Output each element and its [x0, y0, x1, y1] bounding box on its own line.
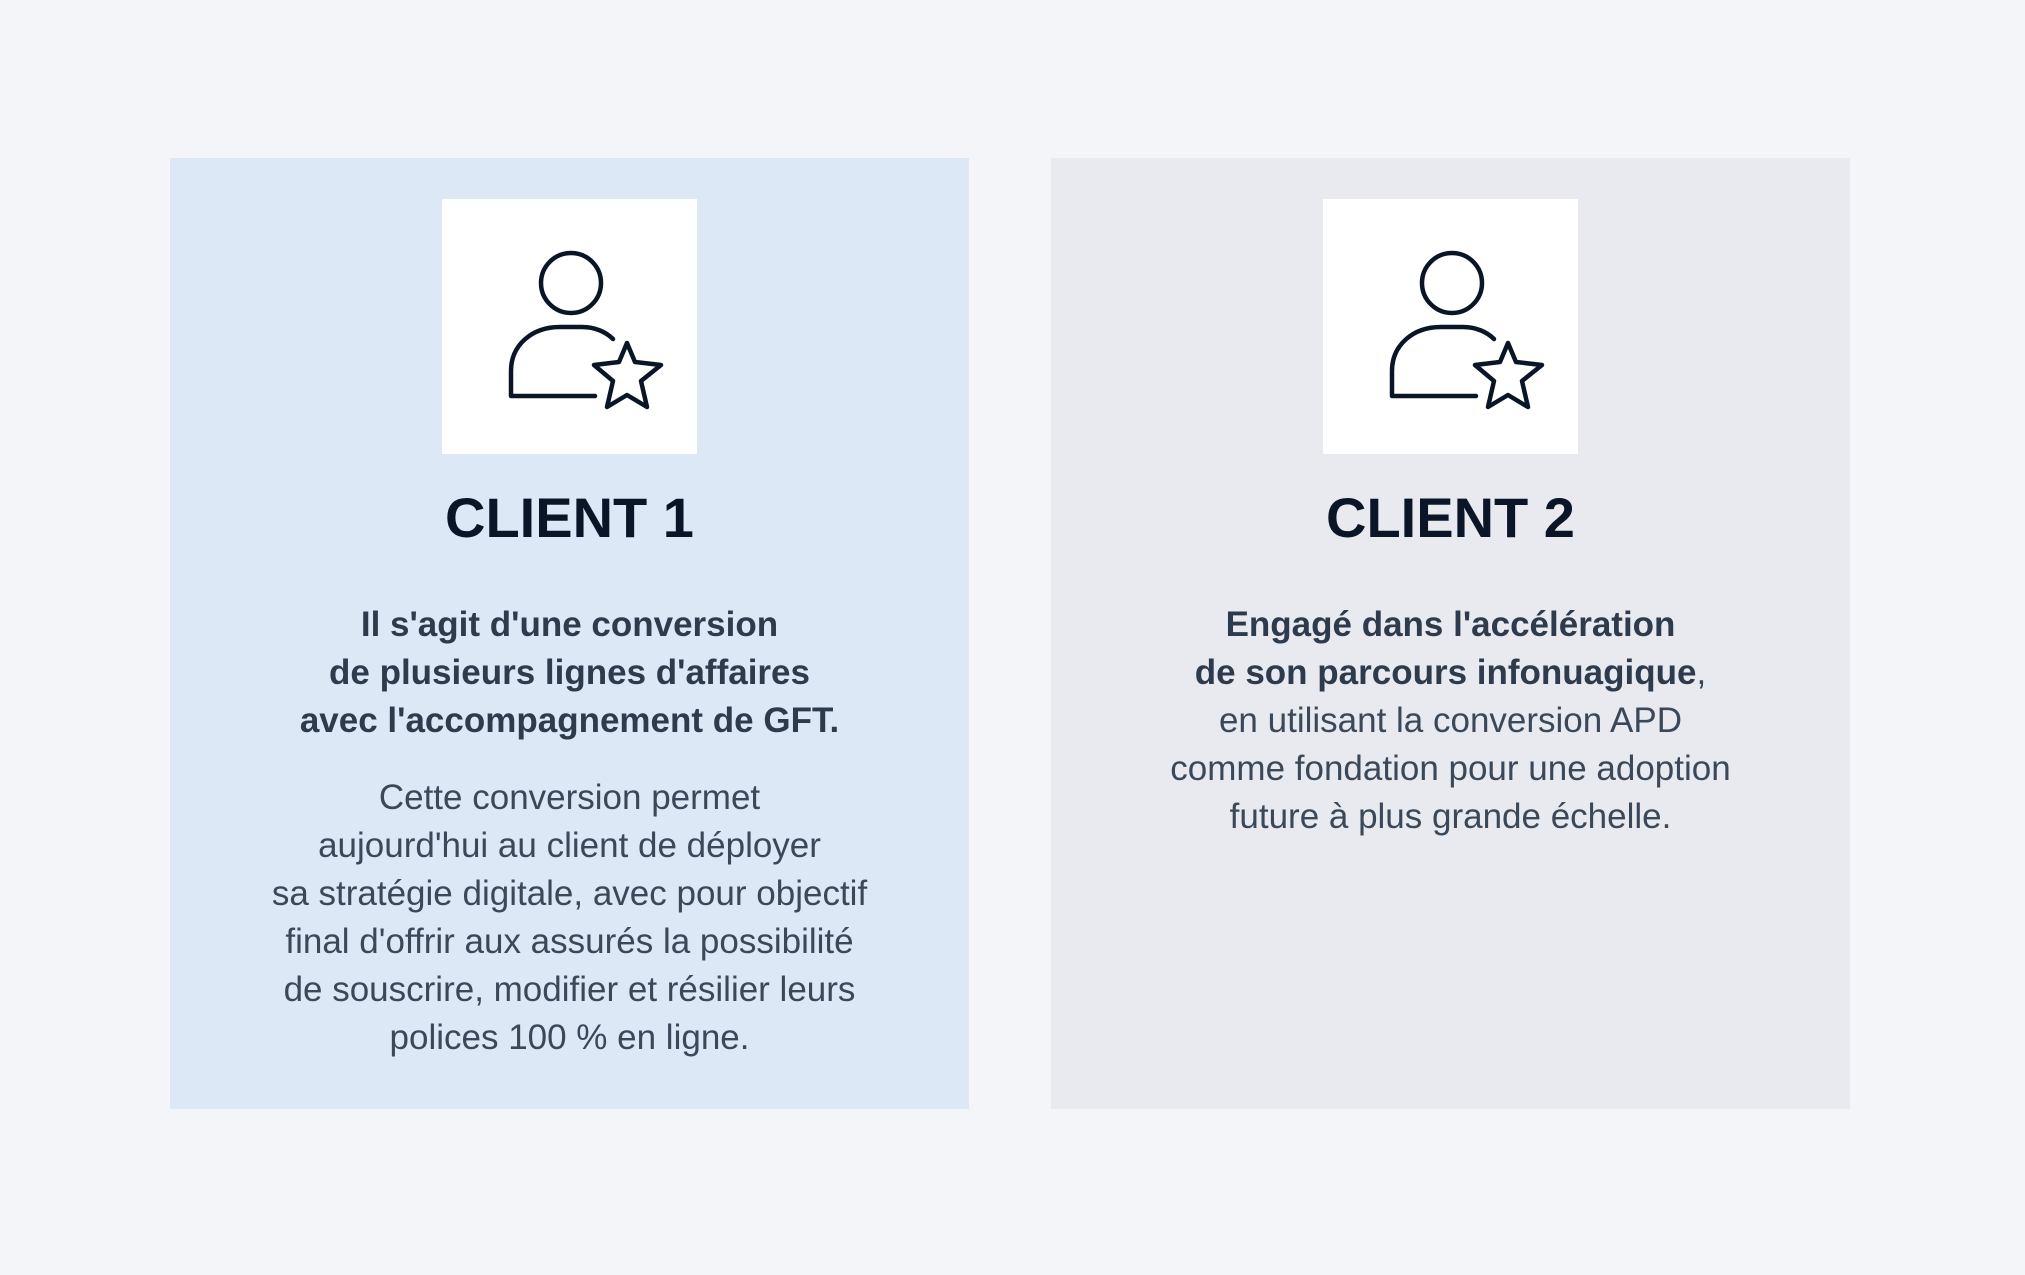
lead-text: de son parcours infonuagique — [1194, 653, 1697, 692]
detail-line: de souscrire, modifier et résilier leurs — [283, 970, 856, 1009]
detail-line: aujourd'hui au client de déployer — [318, 826, 821, 865]
lead-line: Engagé dans l'accélération — [1225, 605, 1676, 644]
client-1-card: CLIENT 1 Il s'agit d'une conversion de p… — [170, 158, 969, 1109]
detail-line: Cette conversion permet — [378, 778, 761, 817]
detail-line: en utilisant la conversion APD — [1218, 701, 1683, 740]
card-description: Il s'agit d'une conversion de plusieurs … — [190, 601, 949, 1062]
detail-line: sa stratégie digitale, avec pour objecti… — [271, 874, 868, 913]
detail-line: final d'offrir aux assurés la possibilit… — [285, 922, 854, 961]
detail-line: polices 100 % en ligne. — [389, 1018, 750, 1057]
icon-box — [442, 199, 697, 454]
description-paragraph: Engagé dans l'accélération de son parcou… — [1071, 601, 1830, 841]
trailing-comma: , — [1696, 653, 1707, 692]
lead-line: Il s'agit d'une conversion — [360, 605, 779, 644]
user-star-icon — [508, 250, 664, 410]
user-star-icon — [1389, 250, 1545, 410]
client-2-card: CLIENT 2 Engagé dans l'accélération de s… — [1051, 158, 1850, 1109]
lead-line: avec l'accompagnement de GFT. — [299, 701, 840, 740]
detail-paragraph: Cette conversion permet aujourd'hui au c… — [190, 774, 949, 1062]
card-description: Engagé dans l'accélération de son parcou… — [1071, 601, 1830, 841]
lead-line: de plusieurs lignes d'affaires — [329, 653, 810, 692]
icon-box — [1323, 199, 1578, 454]
lead-line-with-comma: de son parcours infonuagique, — [1071, 649, 1830, 697]
card-title: CLIENT 1 — [445, 486, 694, 549]
lead-paragraph: Il s'agit d'une conversion de plusieurs … — [190, 601, 949, 745]
detail-line: comme fondation pour une adoption — [1170, 749, 1731, 788]
card-title: CLIENT 2 — [1326, 486, 1575, 549]
detail-line: future à plus grande échelle. — [1229, 797, 1672, 836]
